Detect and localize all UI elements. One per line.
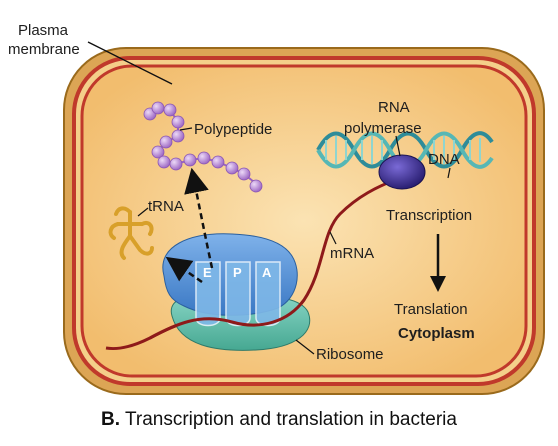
transcription-label: Transcription [386, 207, 472, 224]
rna-polymerase-shape [378, 154, 426, 190]
translation-label: Translation [394, 301, 468, 318]
plasma-membrane-label-line2: membrane [8, 41, 80, 58]
amino-acid-beads [143, 101, 263, 193]
polypeptide-chain [143, 101, 263, 193]
ribosome-sites: E P A [195, 261, 281, 327]
ribosome-leader [295, 339, 315, 355]
rna-polymerase-label-line2: polymerase [344, 120, 422, 137]
caption-letter: B. [101, 409, 121, 430]
mrna-label: mRNA [330, 245, 374, 262]
polypeptide-label: Polypeptide [194, 121, 272, 138]
tRNA-entry-arrow [165, 256, 203, 284]
polypeptide-exit-arrow [184, 167, 214, 269]
dna-strand-1 [316, 131, 494, 169]
rna-polymerase-label-line1: RNA [378, 99, 410, 116]
plasma-membrane-label-group: Plasma membrane [8, 22, 173, 85]
dna-label: DNA [428, 151, 460, 168]
process-arrow [430, 234, 446, 292]
trna-label: tRNA [148, 198, 184, 215]
figure-caption: B. Transcription and translation in bact… [0, 409, 558, 431]
ribosome-label: Ribosome [316, 346, 384, 363]
caption-text: Transcription and translation in bacteri… [124, 409, 457, 430]
translation-arrows [165, 167, 214, 284]
trna-shape [108, 206, 154, 260]
site-e-label: E [203, 265, 212, 280]
plasma-membrane-label-line1: Plasma [18, 22, 69, 39]
plasma-membrane-pointer [87, 41, 173, 85]
trna-leader [137, 207, 149, 217]
dna-leader [447, 167, 451, 179]
polypeptide-leader [179, 127, 193, 131]
rna-polymerase-leader [395, 135, 401, 157]
site-p-label: P [233, 265, 242, 280]
mrna-through-ribosome [149, 299, 306, 340]
cytoplasm-label: Cytoplasm [398, 325, 475, 342]
site-a-label: A [262, 265, 272, 280]
mrna-leader [329, 231, 337, 245]
